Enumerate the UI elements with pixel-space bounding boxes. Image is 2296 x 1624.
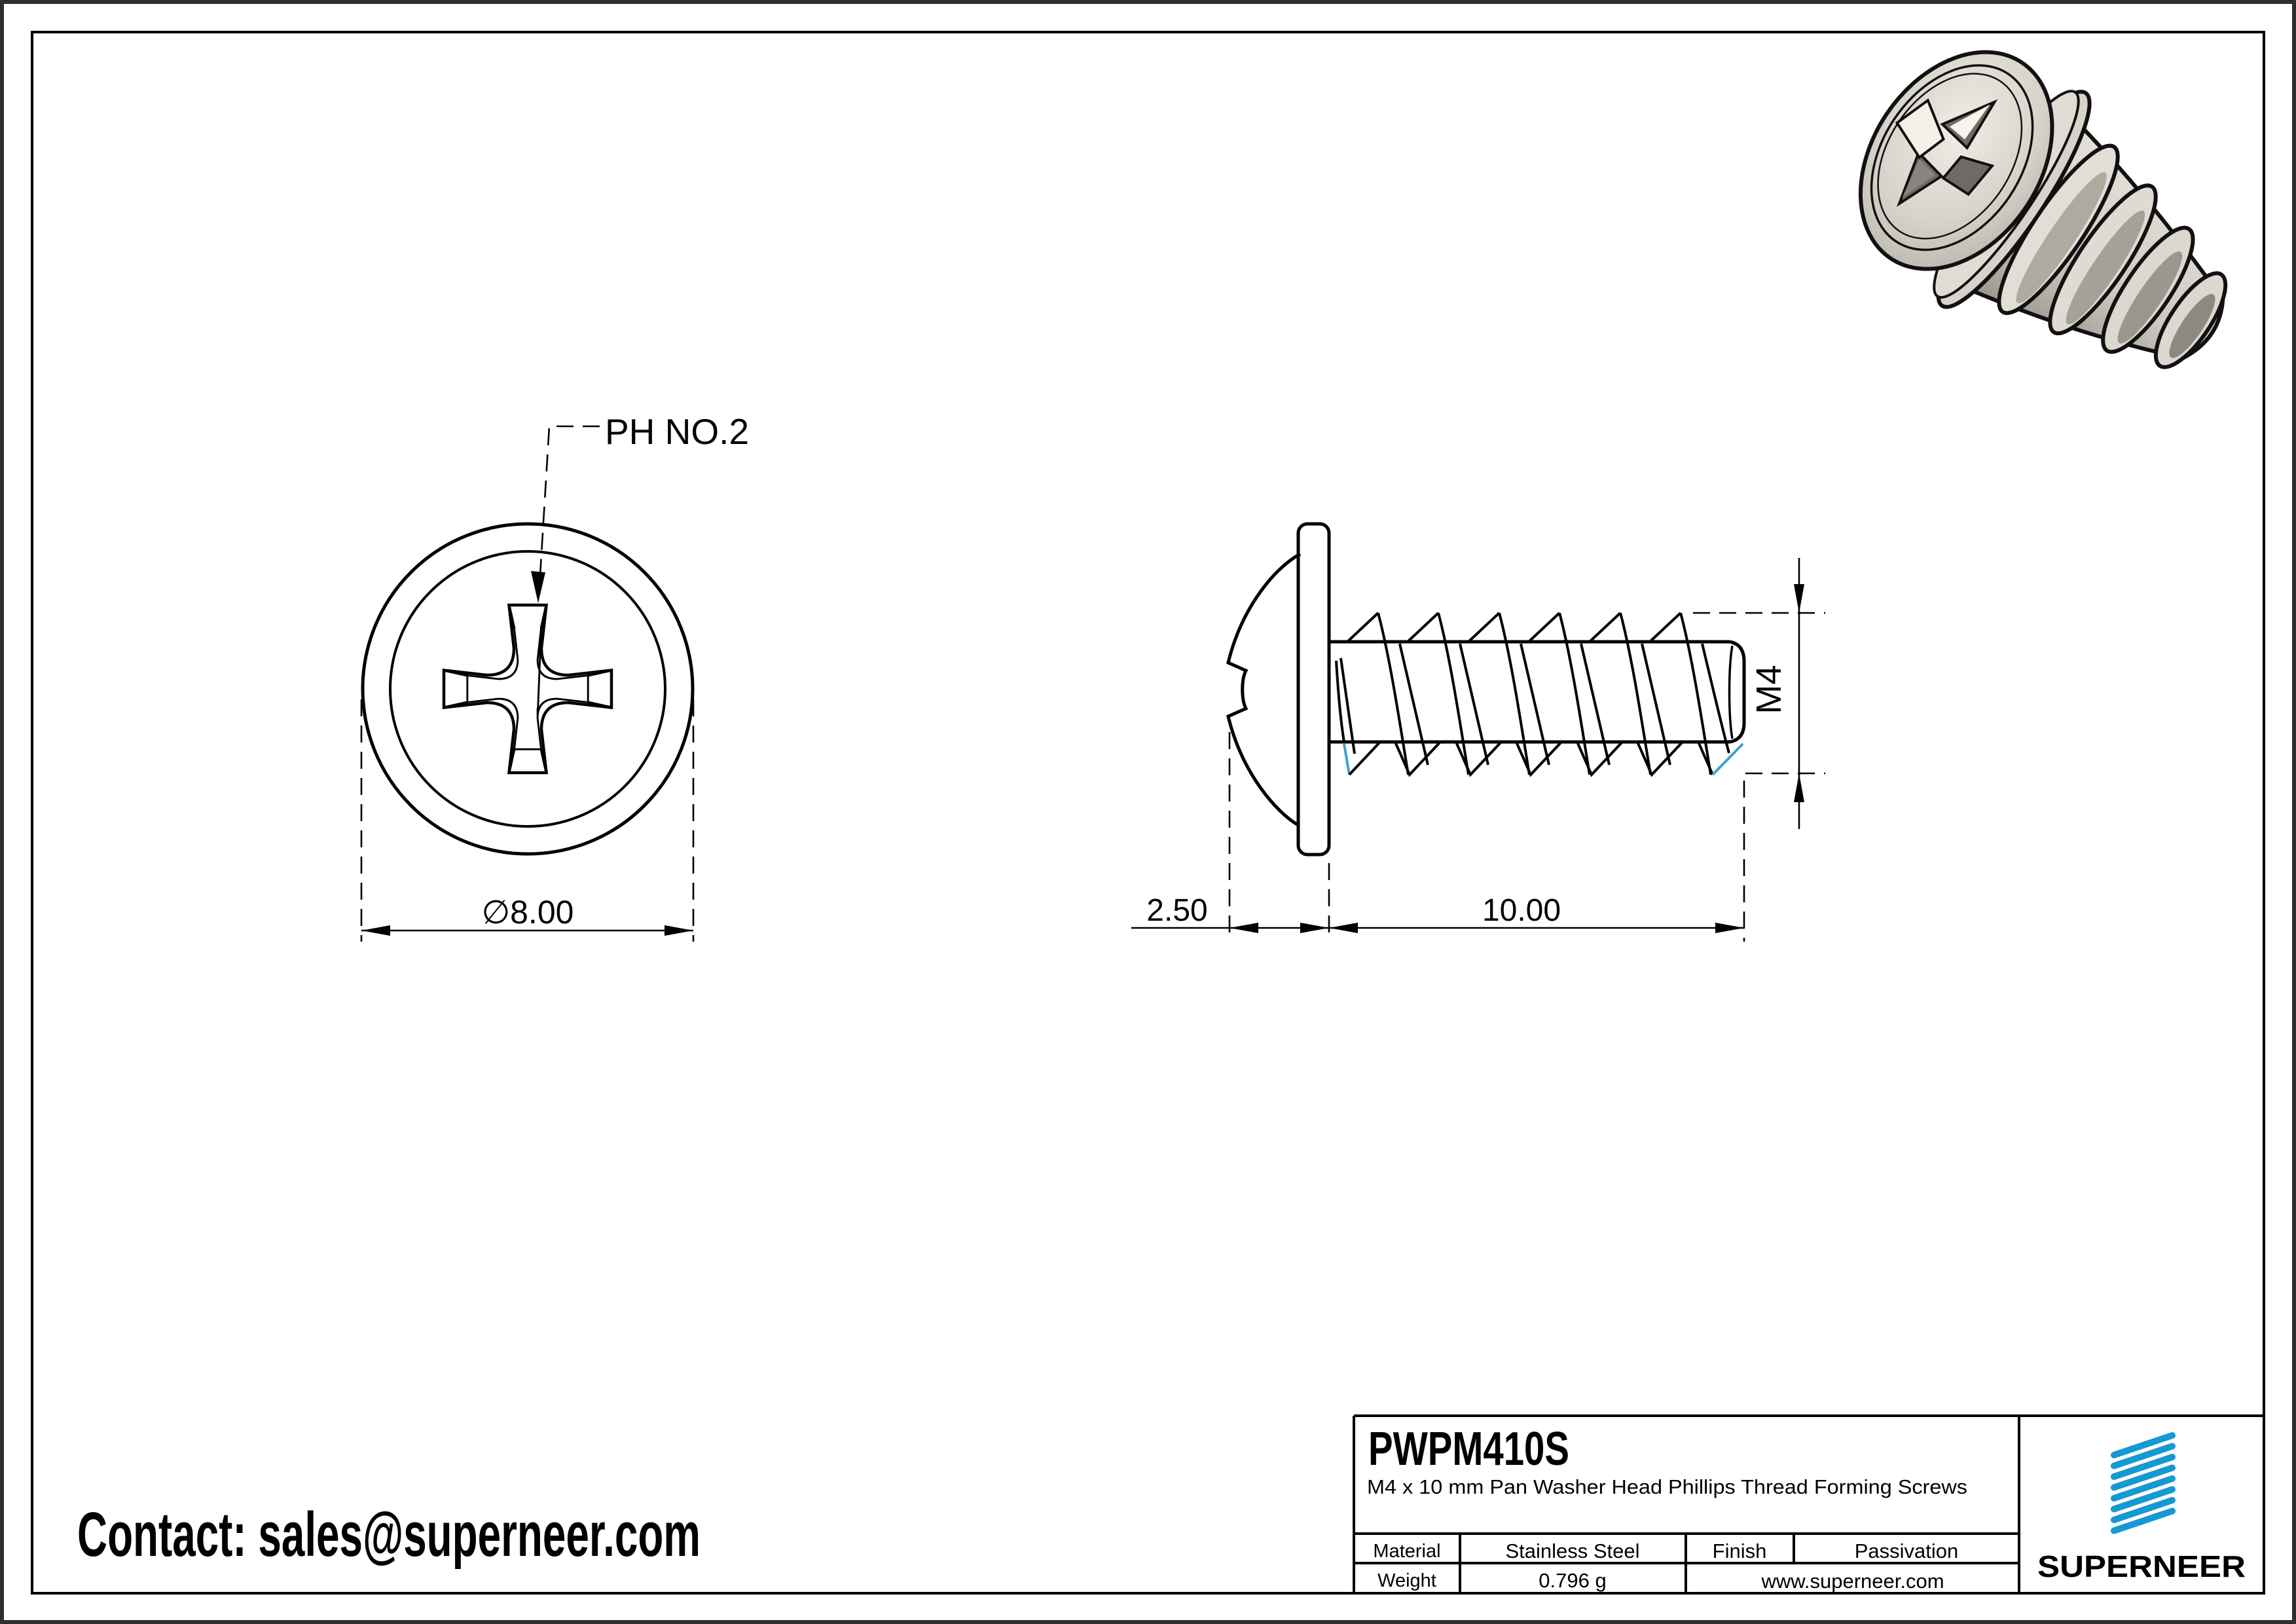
phillips-tip-chamfers [443,604,612,773]
part-description: M4 x 10 mm Pan Washer Head Phillips Thre… [1367,1475,1967,1498]
finish-value: Passivation [1855,1540,1959,1562]
finish-label: Finish [1713,1540,1767,1562]
pan-head-profile [1226,552,1302,827]
thread-wraps-3d [1997,143,2228,369]
side-view: M4 2.50 10.00 [1131,522,1825,942]
head-ring-outer-3d [1870,64,2034,251]
brand-wordmark: SUPERNEER [2037,1549,2246,1583]
thread-root-accent-left [1343,743,1351,775]
ph-callout-label: PH NO.2 [605,411,749,452]
part-number: PWPM410S [1368,1423,1569,1475]
m4-dimension: M4 [1693,558,1825,829]
superneer-logo: SUPERNEER [2037,1432,2246,1583]
website-link[interactable]: www.superneer.com [1760,1570,1944,1593]
arrow-1000-left [1329,923,1358,933]
end-chamfer-line [1728,645,1734,739]
m4-dim-text: M4 [1749,665,1789,714]
diameter-dimension: ∅8.00 [360,699,695,942]
screw-3d-render [1858,50,2228,369]
ph-leader-line [538,425,600,587]
front-view: PH NO.2 ∅8.00 [360,411,749,942]
thread-shank [1329,612,1746,777]
inner-border [31,31,2265,1595]
arrow-250-left [1230,923,1258,933]
phillips-inner-outline [466,628,589,750]
thread-crest [1406,612,1503,777]
thread-crest [1588,612,1684,777]
material-label: Material [1373,1541,1440,1562]
washer-flange [1296,522,1331,857]
thread-start [1335,657,1381,776]
washer-inner-circle [389,550,666,828]
arrow-1000-right [1715,923,1744,933]
length-dimensions: 2.50 10.00 [1131,732,1745,942]
ph-callout: PH NO.2 [531,411,749,603]
contact-line: Contact: sales@superneer.com [77,1500,701,1570]
ph-leader-arrow [531,571,545,603]
thread-crest [1527,612,1624,777]
m4-arrow-top [1794,584,1804,613]
length-text: 10.00 [1482,893,1561,928]
phillips-recess [442,603,613,775]
material-value: Stainless Steel [1505,1540,1639,1562]
phillips-recess-3d [1895,98,1998,208]
thread-crest [1467,612,1563,777]
arrow-250-right [1300,923,1329,933]
title-block: PWPM410S M4 x 10 mm Pan Washer Head Phil… [1353,1414,2264,1595]
head-outer-circle [361,522,695,856]
shank-end-cap [1729,640,1746,744]
superneer-logo-icon [2111,1432,2176,1534]
weight-value: 0.796 g [1539,1569,1606,1592]
dim-arrow-left [361,925,390,936]
weight-label: Weight [1377,1570,1436,1591]
head-thickness-text: 2.50 [1146,893,1207,928]
thread-root-accent-right [1711,743,1744,776]
diameter-dim-text: ∅8.00 [482,894,574,931]
dim-arrow-right [665,925,693,936]
title-block-lines [1353,1414,2264,1595]
m4-arrow-bottom [1794,773,1804,802]
thread-crest [1649,612,1744,776]
thread-crest [1346,612,1442,777]
